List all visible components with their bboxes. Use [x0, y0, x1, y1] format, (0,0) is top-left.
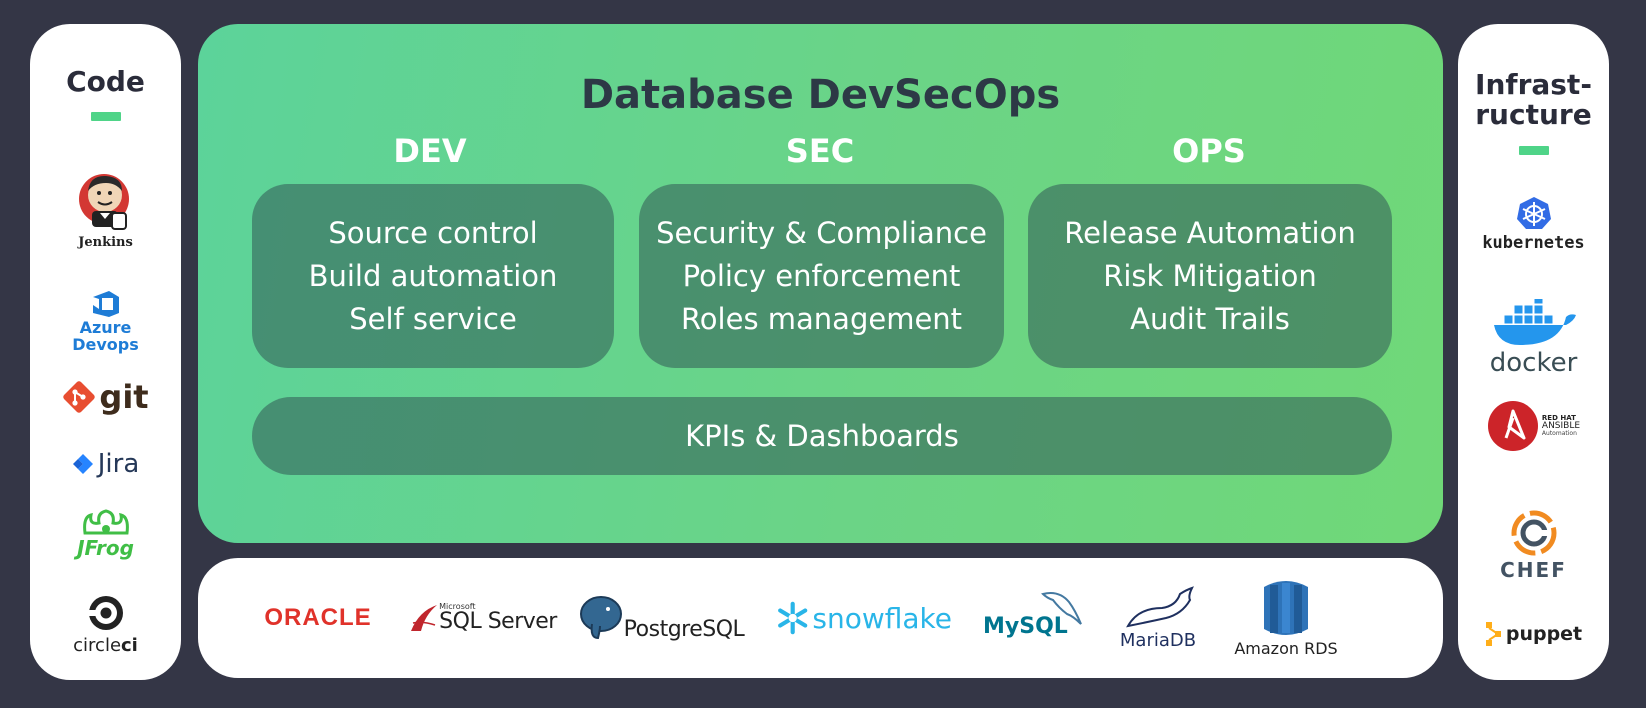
- ops-item: Release Automation: [1064, 215, 1356, 250]
- sql-server-label: SQL Server: [439, 609, 557, 634]
- ops-item: Audit Trails: [1130, 301, 1290, 336]
- jfrog-label: JFrog: [77, 536, 134, 560]
- azure-devops-icon: [92, 291, 119, 317]
- docker-logo: docker: [1458, 292, 1609, 384]
- code-tools-panel: Code Jenkins Azure Devop: [30, 24, 181, 680]
- mysql-icon: [1041, 592, 1082, 625]
- jira-logo: Jira: [30, 444, 181, 484]
- kpi-dashboards-box: KPIs & Dashboards: [252, 397, 1392, 475]
- circleci-label-b: ci: [121, 634, 138, 656]
- azure-devops-logo: Azure Devops: [30, 286, 181, 356]
- code-panel-title: Code: [66, 65, 145, 98]
- git-label: git: [99, 378, 149, 416]
- jfrog-icon: [82, 509, 129, 535]
- dev-item: Self service: [349, 301, 517, 336]
- mysql-logo: MySQL: [980, 558, 1090, 678]
- main-title: Database DevSecOps: [580, 72, 1061, 118]
- dev-item: Source control: [328, 215, 538, 250]
- azure-label: Azure: [79, 318, 132, 337]
- git-icon: [63, 381, 96, 413]
- ops-heading: OPS: [1172, 132, 1246, 170]
- sql-server-microsoft: Microsoft: [439, 602, 476, 611]
- puppet-logo: puppet: [1458, 614, 1609, 654]
- dev-heading: DEV: [393, 132, 467, 170]
- infrastructure-panel-title: Infrast- ructure: [1475, 70, 1592, 130]
- ops-item: Risk Mitigation: [1103, 258, 1317, 293]
- snowflake-logo: snowflake: [776, 558, 952, 678]
- dev-box: Source control Build automation Self ser…: [252, 184, 614, 368]
- chef-logo: CHEF: [1458, 504, 1609, 586]
- jenkins-logo: Jenkins: [30, 154, 181, 266]
- mariadb-label: MariaDB: [1119, 629, 1197, 651]
- sec-item: Policy enforcement: [682, 258, 961, 293]
- mariadb-icon: [1126, 585, 1194, 627]
- sec-item: Roles management: [680, 301, 963, 336]
- kubernetes-logo: kubernetes: [1458, 184, 1609, 264]
- devsecops-main-panel: Database DevSecOps DEV SEC OPS Source co…: [198, 24, 1443, 543]
- ansible-automation: Automation: [1541, 430, 1577, 437]
- kubernetes-label: kubernetes: [1482, 233, 1585, 253]
- oracle-logo: ORACLE: [248, 558, 388, 678]
- sec-box: Security & Compliance Policy enforcement…: [639, 184, 1004, 368]
- databases-panel: ORACLE Microsoft SQL Server PostgreSQL: [198, 558, 1443, 678]
- mysql-label: MySQL: [983, 614, 1068, 639]
- circleci-label: circleci: [73, 635, 138, 656]
- ansible-label: ANSIBLE: [1541, 421, 1581, 431]
- postgresql-icon: [579, 596, 622, 640]
- circleci-icon: [85, 595, 123, 630]
- puppet-label: puppet: [1505, 623, 1583, 645]
- jira-label: Jira: [97, 449, 140, 479]
- circleci-logo: circleci: [30, 584, 181, 664]
- ansible-logo: RED HAT ANSIBLE Automation: [1458, 398, 1609, 454]
- snowflake-icon: [778, 601, 808, 635]
- snowflake-label: snowflake: [812, 601, 952, 635]
- jenkins-label: Jenkins: [78, 234, 133, 250]
- ansible-icon: [1487, 401, 1538, 451]
- sec-heading: SEC: [785, 132, 855, 170]
- chef-icon: [1511, 510, 1556, 556]
- infrastructure-title-underline: [1518, 146, 1549, 155]
- dev-item: Build automation: [308, 258, 558, 293]
- circleci-label-a: circle: [73, 634, 122, 656]
- devops-label: Devops: [72, 335, 139, 354]
- kpi-label: KPIs & Dashboards: [685, 419, 959, 453]
- jira-icon: [72, 454, 93, 474]
- infrastructure-title-line2: ructure: [1475, 98, 1592, 131]
- postgresql-label: PostgreSQL: [623, 616, 745, 642]
- postgresql-logo: PostgreSQL: [570, 558, 752, 678]
- ops-box: Release Automation Risk Mitigation Audit…: [1028, 184, 1392, 368]
- mariadb-logo: MariaDB: [1108, 558, 1208, 678]
- chef-label: CHEF: [1500, 558, 1567, 582]
- oracle-icon: ORACLE: [264, 604, 372, 631]
- ansible-redhat: RED HAT: [1541, 414, 1576, 422]
- jenkins-icon: [78, 173, 129, 230]
- infrastructure-tools-panel: Infrast- ructure kubernetes: [1458, 24, 1609, 680]
- amazon-rds-icon: [1264, 580, 1308, 635]
- git-logo: git: [30, 374, 181, 420]
- jfrog-logo: JFrog: [30, 502, 181, 566]
- infrastructure-title-line1: Infrast-: [1475, 68, 1592, 101]
- kubernetes-icon: [1516, 197, 1551, 229]
- amazon-rds-logo: Amazon RDS: [1216, 558, 1356, 678]
- puppet-icon: [1485, 622, 1501, 646]
- docker-label: docker: [1489, 348, 1578, 378]
- code-title-underline: [90, 112, 121, 121]
- amazon-rds-label: Amazon RDS: [1234, 638, 1338, 658]
- sql-server-logo: Microsoft SQL Server: [408, 558, 558, 678]
- sql-server-icon: [411, 605, 438, 631]
- sec-item: Security & Compliance: [656, 215, 987, 250]
- docker-icon: [1493, 299, 1576, 345]
